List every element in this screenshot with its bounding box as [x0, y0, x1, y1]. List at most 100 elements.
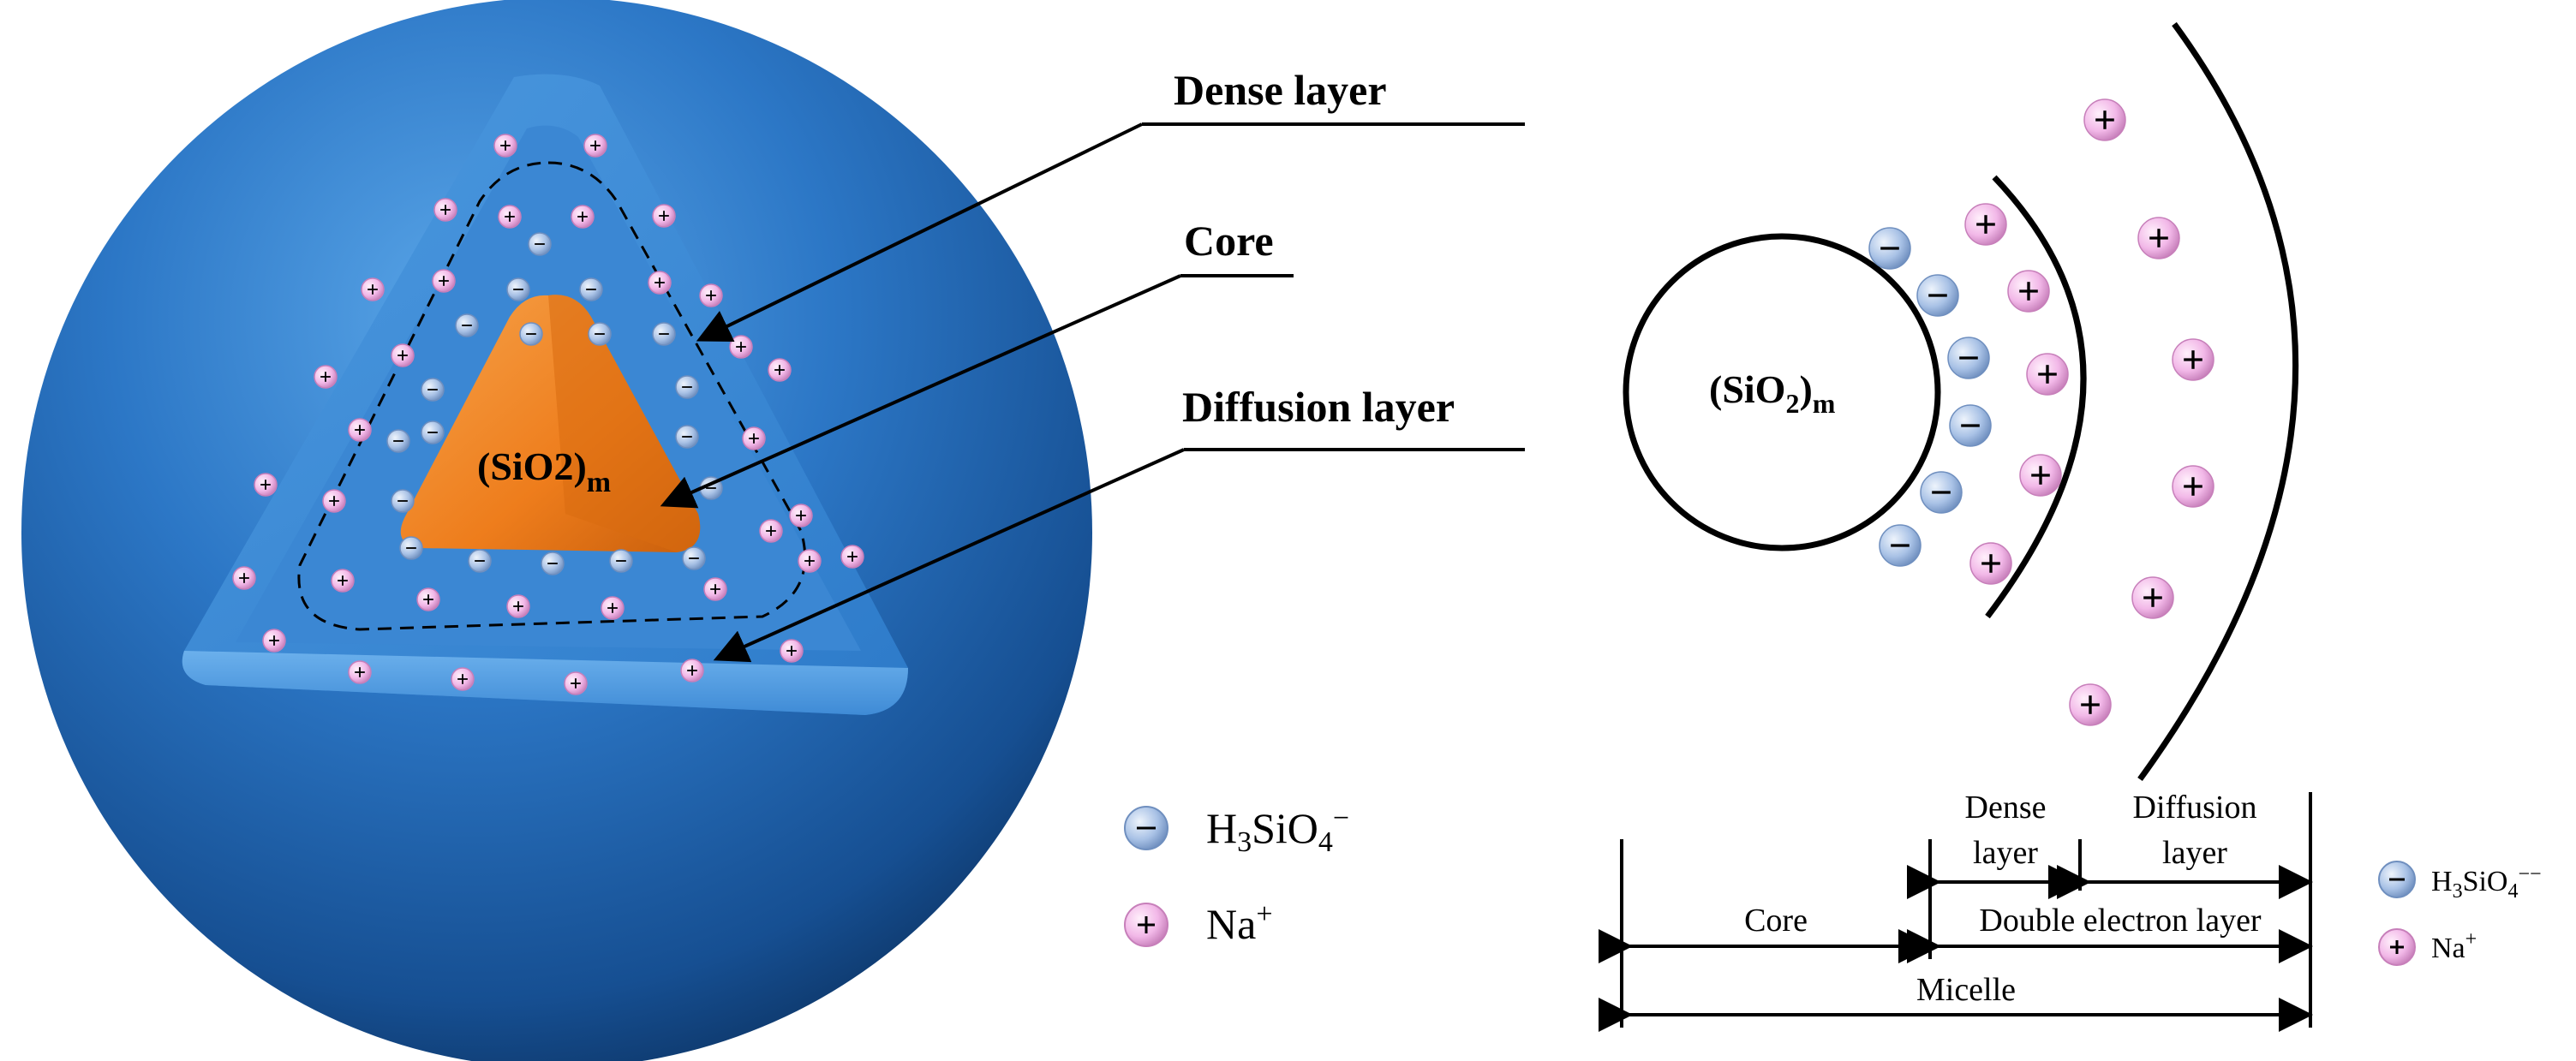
- schematic-anion-ion: [1879, 524, 1922, 567]
- left-anion-ion: [468, 549, 492, 573]
- core-label: Core: [1184, 217, 1274, 265]
- left-cation-ion: [331, 569, 355, 593]
- left-cation-ion: [314, 365, 338, 389]
- dim-double-label: Double electron layer: [1979, 903, 2262, 939]
- dimension-lines: [1599, 792, 2313, 1032]
- schematic-cation-ion: [2172, 338, 2214, 381]
- left-anion-ion: [579, 277, 603, 301]
- left-cation-ion: [680, 659, 704, 682]
- left-legend-anion-label: H3SiO4−: [1206, 802, 1349, 858]
- left-legend-cation-icon: [1124, 903, 1168, 947]
- left-cation-ion: [729, 335, 753, 359]
- left-cation-ion: [759, 519, 783, 543]
- left-cation-ion: [433, 198, 457, 222]
- left-cation-ion: [648, 271, 672, 295]
- left-anion-ion: [506, 277, 530, 301]
- right-legend-anion-label: H3SiO4−−: [2431, 863, 2542, 903]
- left-cation-ion: [840, 545, 864, 569]
- left-anion-ion: [682, 546, 706, 570]
- left-legend-anion-icon: [1124, 806, 1168, 850]
- schematic-cation-ion: [2069, 683, 2112, 726]
- right-legend: H3SiO4−− Na+: [2378, 861, 2542, 966]
- diffusion-label-arrow: [713, 448, 1185, 663]
- dense-layer-arc: [1985, 175, 2087, 619]
- left-cation-ion: [703, 577, 727, 601]
- schematic-anion-ion: [1947, 337, 1990, 379]
- left-anion-ion: [675, 425, 699, 449]
- schematic-core-formula: (SiO2)m: [1709, 367, 1836, 419]
- left-cation-ion: [571, 205, 595, 229]
- schematic-cation-ion: [1964, 203, 2007, 246]
- right-legend-anion-icon: [2378, 861, 2416, 898]
- right-legend-cation-label: Na+: [2431, 928, 2477, 964]
- left-cation-ion: [498, 205, 522, 229]
- left-cation-ion: [652, 204, 676, 228]
- left-callouts: Dense layer Core Diffusion layer: [660, 66, 1525, 663]
- core-label-arrow: [660, 274, 1181, 509]
- core-circle: [1623, 233, 1941, 551]
- left-cation-ion: [742, 426, 766, 450]
- left-anion-ion: [652, 322, 676, 346]
- diffusion-layer-arc: [2137, 21, 2299, 782]
- left-legend: H3SiO4− Na+: [1124, 802, 1349, 948]
- left-cation-ion: [493, 134, 517, 158]
- dense-layer-boundary: [297, 161, 807, 631]
- left-cation-ion: [506, 594, 530, 618]
- schematic-cation-ion: [2083, 98, 2126, 141]
- left-cation-ion: [583, 134, 607, 158]
- left-cation-ion: [391, 343, 415, 367]
- left-cation-ion: [348, 660, 372, 684]
- left-cation-ion: [254, 473, 278, 497]
- left-cation-ion: [416, 587, 440, 611]
- left-cation-ion: [699, 283, 723, 307]
- dim-diffusion-label-1: Diffusion: [2133, 790, 2257, 826]
- left-cation-ion: [432, 269, 456, 293]
- schematic-cation-ion: [1969, 542, 2012, 585]
- left-anion-ion: [588, 322, 612, 346]
- left-anion-ion: [386, 429, 410, 453]
- left-anion-ion: [455, 313, 479, 337]
- dense-label-arrow: [696, 122, 1143, 342]
- left-cation-ion: [361, 277, 385, 301]
- left-anion-ion: [391, 489, 415, 513]
- schematic-cation-ion: [2019, 454, 2062, 497]
- left-cation-ion: [798, 549, 822, 573]
- dim-diffusion-label-2: layer: [2162, 835, 2227, 871]
- dim-core-label: Core: [1744, 903, 1808, 939]
- left-cation-ion: [601, 596, 625, 620]
- left-legend-cation-label: Na+: [1206, 898, 1273, 948]
- schematic-cation-ion: [2007, 270, 2050, 313]
- schematic-anion-ion: [1949, 404, 1992, 447]
- schematic-cation-ion: [2026, 353, 2069, 396]
- core-formula-label: (SiO2)m: [477, 444, 611, 498]
- dim-micelle-label: Micelle: [1916, 972, 2016, 1008]
- left-cation-ion: [262, 629, 286, 653]
- schematic-anion-ion: [1920, 471, 1963, 514]
- left-cation-ion: [232, 566, 256, 590]
- right-ion-group: [1868, 98, 2214, 726]
- left-anion-ion: [675, 375, 699, 399]
- diffusion-layer-label: Diffusion layer: [1182, 383, 1455, 431]
- left-anion-ion: [399, 536, 423, 560]
- schematic-cation-ion: [2172, 465, 2214, 508]
- schematic-diagram: (SiO2)m: [1623, 21, 2299, 782]
- schematic-anion-ion: [1868, 227, 1911, 270]
- schematic-anion-ion: [1916, 274, 1959, 317]
- left-ion-group: [232, 134, 864, 695]
- left-cation-ion: [451, 667, 475, 691]
- right-legend-cation-icon: [2378, 928, 2416, 966]
- dimension-labels: Dense layer Diffusion layer Core Double …: [1744, 790, 2262, 1008]
- left-anion-ion: [421, 378, 445, 402]
- left-anion-ion: [541, 551, 565, 575]
- left-cation-ion: [564, 671, 588, 695]
- left-cation-ion: [348, 418, 372, 442]
- left-anion-ion: [421, 420, 445, 444]
- sphere-diagram: (SiO2)m: [21, 0, 1092, 1061]
- left-cation-ion: [789, 504, 813, 528]
- dense-layer-label: Dense layer: [1174, 66, 1387, 114]
- left-anion-ion: [528, 232, 552, 256]
- left-cation-ion: [780, 639, 804, 663]
- schematic-cation-ion: [2137, 217, 2180, 259]
- left-cation-ion: [322, 489, 346, 513]
